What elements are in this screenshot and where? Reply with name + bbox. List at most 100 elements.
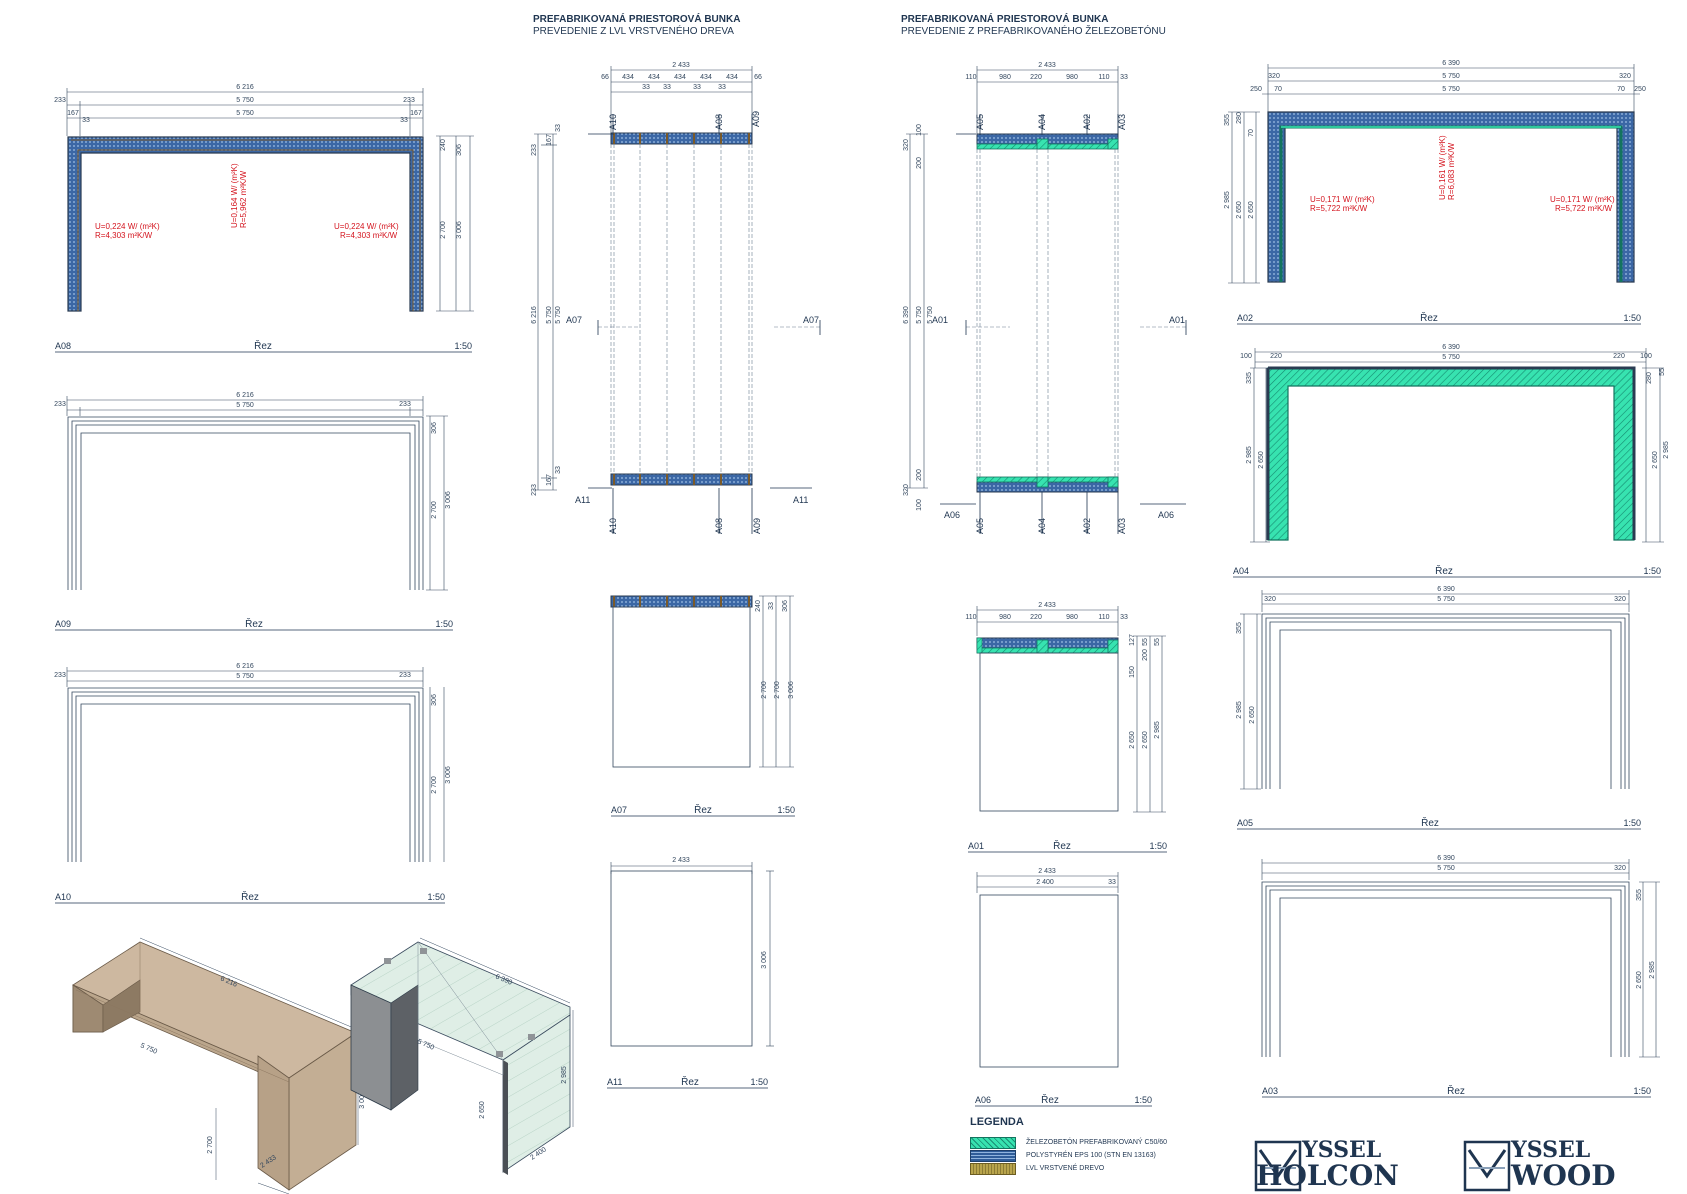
a05-id: A05 bbox=[1237, 818, 1253, 828]
dim-lvlplan-width: 2 433 bbox=[672, 62, 690, 69]
dim-lvlplan-66-r: 66 bbox=[754, 74, 762, 81]
dim-a04-220-l: 220 bbox=[1270, 353, 1282, 360]
legend: LEGENDA ŽELEZOBETÓN PREFABRIKOVANÝ C50/6… bbox=[970, 1116, 1230, 1175]
legend-label-eps: POLYSTYRÉN EPS 100 (STN EN 13163) bbox=[1026, 1152, 1156, 1159]
a05-scale: 1:50 bbox=[1623, 818, 1641, 828]
dim-conplan-220: 220 bbox=[1030, 74, 1042, 81]
dim-a11-width: 2 433 bbox=[672, 857, 690, 864]
a03-id: A03 bbox=[1262, 1086, 1278, 1096]
dim-a04-inner: 5 750 bbox=[1442, 354, 1460, 361]
dim-a03-h2985: 2 985 bbox=[1649, 961, 1656, 979]
dim-a03-d355: 355 bbox=[1636, 889, 1643, 901]
conplan-mark-a05-top: A05 bbox=[975, 114, 985, 130]
dim-a05-320-r: 320 bbox=[1614, 596, 1626, 603]
a02-wall-left-u: U=0,171 W/ (m²K) bbox=[1310, 195, 1375, 204]
dim-a10-h3006: 3 006 bbox=[445, 766, 452, 784]
dim-lvlplan-434-5: 434 bbox=[726, 74, 738, 81]
a08-wall-right-r: R=4,303 m²K/W bbox=[340, 231, 398, 240]
a02-wall-left-r: R=5,722 m²K/W bbox=[1310, 204, 1368, 213]
a06-name: Řez bbox=[1041, 1093, 1059, 1106]
dim-a01-d55: 55 bbox=[1142, 638, 1149, 646]
dim-lvlplan-167-t: 167 bbox=[546, 134, 553, 146]
conplan-mark-a03-top: A03 bbox=[1117, 114, 1127, 130]
dim-lvlplan-167-b: 167 bbox=[546, 474, 553, 486]
dim-a04-100-l: 100 bbox=[1240, 353, 1252, 360]
dim-lvlplan-33-4: 33 bbox=[718, 84, 726, 91]
a11-scale: 1:50 bbox=[750, 1077, 768, 1087]
dim-lvlplan-33-1: 33 bbox=[642, 84, 650, 91]
conplan-mark-a01-right: A01 bbox=[1169, 315, 1185, 325]
a08-name: Řez bbox=[254, 339, 272, 352]
dim-3d-lvl-inner: 5 750 bbox=[139, 1042, 158, 1055]
dim-a02-clear: 5 750 bbox=[1442, 86, 1460, 93]
a10-scale: 1:50 bbox=[427, 892, 445, 902]
a02-name: Řez bbox=[1420, 311, 1438, 324]
dim-a10-overall: 6 216 bbox=[236, 663, 254, 670]
section-a03: 6 390 5 750 320 355 2 650 2 985 A03 Řez … bbox=[1261, 855, 1660, 1098]
dim-conplan-320-b: 320 bbox=[903, 484, 910, 496]
section-a07: 240 33 306 2 700 2 700 3 006 A07 Řez 1:5… bbox=[610, 595, 795, 817]
dim-3d-con-inner: 5 750 bbox=[416, 1038, 435, 1051]
dim-a02-d355: 355 bbox=[1224, 114, 1231, 126]
dim-lvlplan-233-b: 233 bbox=[531, 484, 538, 496]
logo-wood-bottom: WOOD bbox=[1511, 1159, 1616, 1192]
legend-label-concrete: ŽELEZOBETÓN PREFABRIKOVANÝ C50/60 bbox=[1026, 1139, 1168, 1146]
legend-item-eps: POLYSTYRÉN EPS 100 (STN EN 13163) bbox=[970, 1149, 1230, 1162]
section-a11: 2 433 3 006 A11 Řez 1:50 bbox=[607, 857, 774, 1089]
a07-name: Řez bbox=[694, 803, 712, 816]
legend-swatch-concrete bbox=[970, 1136, 1016, 1149]
dim-a01-110-l: 110 bbox=[965, 614, 976, 621]
dim-a01-d200: 200 bbox=[1142, 649, 1149, 661]
dim-a10-h2700: 2 700 bbox=[431, 776, 438, 794]
dim-a07-d306: 306 bbox=[782, 600, 789, 612]
a03-scale: 1:50 bbox=[1633, 1086, 1651, 1096]
dim-a04-d280: 280 bbox=[1646, 372, 1653, 384]
lvlplan-mark-a08-top: A08 bbox=[714, 114, 724, 130]
a04-scale: 1:50 bbox=[1643, 566, 1661, 576]
dim-a04-h2650: 2 650 bbox=[1258, 451, 1265, 469]
dim-a01-33: 33 bbox=[1120, 614, 1128, 621]
dim-lvlplan-434-4: 434 bbox=[700, 74, 712, 81]
logo-holcon-top: YSSEL bbox=[1302, 1137, 1382, 1163]
conplan-mark-a04-bot: A04 bbox=[1037, 518, 1047, 534]
a08-wall-left-u: U=0,224 W/ (m²K) bbox=[95, 222, 160, 231]
dim-a02-d285: 280 bbox=[1236, 112, 1243, 124]
dim-a01-d127: 127 bbox=[1129, 634, 1136, 646]
dim-conplan-110-l: 110 bbox=[965, 74, 976, 81]
a09-id: A09 bbox=[55, 619, 71, 629]
a03-name: Řez bbox=[1447, 1084, 1465, 1097]
dim-a04-d55: 55 bbox=[1659, 368, 1666, 376]
conplan-mark-a06-left: A06 bbox=[944, 510, 960, 520]
a02-wall-right-r: R=5,722 m²K/W bbox=[1555, 204, 1613, 213]
dim-a05-h2985: 2 985 bbox=[1236, 701, 1243, 719]
dim-a04-100-r: 100 bbox=[1640, 353, 1652, 360]
dim-conplan-100-b: 100 bbox=[916, 499, 923, 511]
dim-a01-d150: 150 bbox=[1129, 666, 1136, 678]
dim-a09-overall: 6 216 bbox=[236, 392, 254, 399]
dim-a04-h2985r: 2 985 bbox=[1663, 441, 1670, 459]
dim-a02-70-l: 70 bbox=[1274, 86, 1282, 93]
legend-title: LEGENDA bbox=[970, 1116, 1024, 1128]
dim-lvlplan-434-1: 434 bbox=[622, 74, 634, 81]
dim-a02-h2650: 2 650 bbox=[1236, 201, 1243, 219]
dim-conplan-33: 33 bbox=[1120, 74, 1128, 81]
section-a10: 6 216 5 750 233 233 306 2 700 3 006 A10 … bbox=[54, 663, 452, 904]
legend-swatch-lvl bbox=[970, 1162, 1016, 1175]
a06-id: A06 bbox=[975, 1095, 991, 1105]
axonometric-concrete: 6 390 5 750 2 985 2 650 2 400 bbox=[350, 937, 574, 1175]
dim-a08-h3006: 3 006 bbox=[456, 221, 463, 239]
dim-a02-250-l: 250 bbox=[1250, 86, 1262, 93]
dim-a02-320-r: 320 bbox=[1619, 73, 1631, 80]
dim-a04-220-r: 220 bbox=[1613, 353, 1625, 360]
a11-id: A11 bbox=[607, 1077, 622, 1087]
lvlplan-mark-a09-bot: A09 bbox=[752, 518, 762, 534]
dim-a05-inner: 5 750 bbox=[1437, 596, 1455, 603]
dim-a01-110-r: 110 bbox=[1098, 614, 1109, 621]
dim-conplan-inner2: 5 750 bbox=[927, 306, 934, 324]
dim-a10-left-233: 233 bbox=[54, 672, 66, 679]
dim-conplan-980-r: 980 bbox=[1066, 74, 1078, 81]
dim-3d-con-height: 2 985 bbox=[561, 1066, 568, 1084]
a07-id: A07 bbox=[611, 805, 627, 815]
a01-name: Řez bbox=[1053, 839, 1071, 852]
dim-a10-inner: 5 750 bbox=[236, 673, 254, 680]
